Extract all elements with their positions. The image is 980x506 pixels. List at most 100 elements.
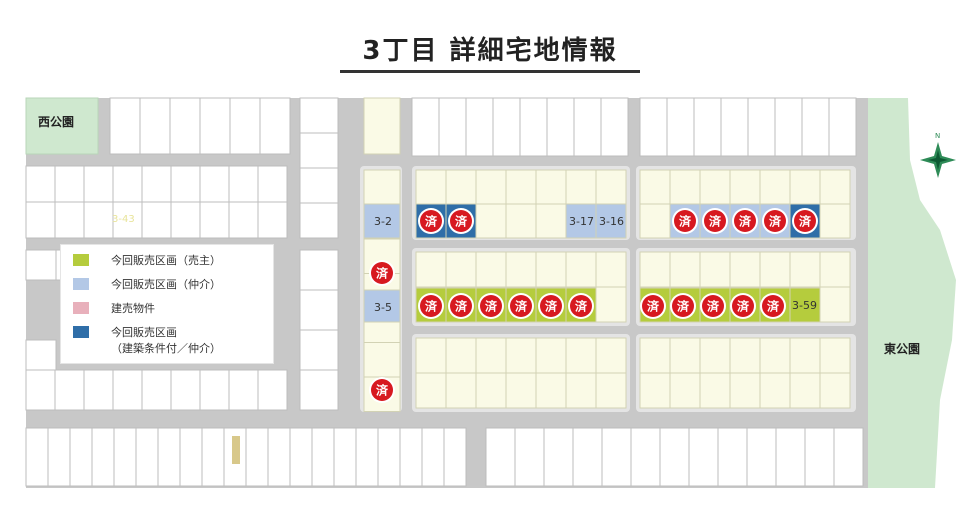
title-underline xyxy=(340,70,640,73)
lot xyxy=(199,97,231,155)
svg-text:済: 済 xyxy=(767,299,780,314)
lot xyxy=(363,169,401,205)
svg-text:済: 済 xyxy=(455,299,468,314)
legend-swatch-broker xyxy=(73,278,89,290)
lot xyxy=(109,97,141,155)
sold-marker: 済 xyxy=(568,293,594,319)
lot xyxy=(157,427,181,487)
lot xyxy=(595,337,627,374)
legend-item-seller: 今回販売区画（売主） xyxy=(73,253,221,269)
svg-text:済: 済 xyxy=(376,266,389,281)
lot xyxy=(112,165,143,203)
lot xyxy=(514,427,545,487)
lot xyxy=(746,427,777,487)
lot xyxy=(639,251,671,288)
lot-3-5 xyxy=(363,289,401,323)
lot xyxy=(25,201,56,239)
lot xyxy=(421,427,445,487)
lot xyxy=(535,169,567,205)
lot xyxy=(789,372,821,409)
lot xyxy=(759,337,791,374)
lot xyxy=(669,251,701,288)
lot xyxy=(639,372,671,409)
lot xyxy=(639,169,671,205)
lot xyxy=(445,251,477,288)
lot xyxy=(141,201,172,239)
west-blocks xyxy=(25,97,467,487)
lot xyxy=(535,203,567,239)
lot xyxy=(669,169,701,205)
svg-text:済: 済 xyxy=(799,214,812,229)
sold-marker: 済 xyxy=(369,260,395,286)
lot xyxy=(267,427,291,487)
lot xyxy=(170,201,201,239)
lot xyxy=(819,337,851,374)
sold-marker: 済 xyxy=(672,208,698,234)
lot xyxy=(25,369,56,411)
lot xyxy=(311,427,335,487)
east-park-label: 東公園 xyxy=(884,341,920,356)
lot xyxy=(399,427,423,487)
lot xyxy=(789,169,821,205)
lot xyxy=(573,97,602,157)
sold-marker: 済 xyxy=(640,293,666,319)
sold-marker: 済 xyxy=(792,208,818,234)
lot xyxy=(445,169,477,205)
lot xyxy=(747,97,776,157)
svg-text:済: 済 xyxy=(575,299,588,314)
sold-marker: 済 xyxy=(478,293,504,319)
sold-marker: 済 xyxy=(760,293,786,319)
lot xyxy=(299,289,339,331)
lot-number-label: 3-59 xyxy=(792,299,817,312)
lot-number-label: 3-17 xyxy=(569,215,594,228)
lot xyxy=(565,372,597,409)
lot xyxy=(720,97,749,157)
lot xyxy=(415,169,447,205)
lot xyxy=(505,251,537,288)
west-park-label: 西公園 xyxy=(38,115,74,129)
lot xyxy=(475,203,507,239)
lot xyxy=(595,286,627,323)
lot xyxy=(819,203,851,239)
lot xyxy=(25,339,57,371)
lot xyxy=(245,427,269,487)
lot xyxy=(492,97,521,157)
svg-text:済: 済 xyxy=(707,299,720,314)
sold-marker: 済 xyxy=(448,293,474,319)
lot xyxy=(485,427,516,487)
lot xyxy=(759,372,791,409)
lot-seller xyxy=(789,287,821,323)
lot xyxy=(699,251,731,288)
lot xyxy=(535,251,567,288)
lot xyxy=(47,427,71,487)
lot xyxy=(25,249,57,281)
sold-marker: 済 xyxy=(700,293,726,319)
lot xyxy=(804,427,835,487)
lot xyxy=(445,372,477,409)
lot xyxy=(69,427,93,487)
page-title: 3丁目 詳細宅地情報 xyxy=(362,36,618,66)
sold-marker: 済 xyxy=(418,293,444,319)
lot xyxy=(639,97,668,157)
lot xyxy=(729,251,761,288)
lot xyxy=(169,97,201,155)
lot xyxy=(25,427,49,487)
lot xyxy=(299,97,339,134)
lot xyxy=(505,203,537,239)
svg-text:N: N xyxy=(935,132,940,140)
svg-text:済: 済 xyxy=(376,383,389,398)
lot xyxy=(565,251,597,288)
lot xyxy=(833,427,864,487)
sold-markers: 済済済済済済済済済済済済済済済済済済済済 xyxy=(369,208,818,403)
lot xyxy=(819,251,851,288)
svg-text:済: 済 xyxy=(739,214,752,229)
sold-marker: 済 xyxy=(730,293,756,319)
lot-number-label: 3-16 xyxy=(599,215,624,228)
lot xyxy=(543,427,574,487)
lot xyxy=(669,372,701,409)
stairs xyxy=(232,436,240,464)
east-park xyxy=(868,98,956,488)
lot xyxy=(445,337,477,374)
lot xyxy=(565,169,597,205)
